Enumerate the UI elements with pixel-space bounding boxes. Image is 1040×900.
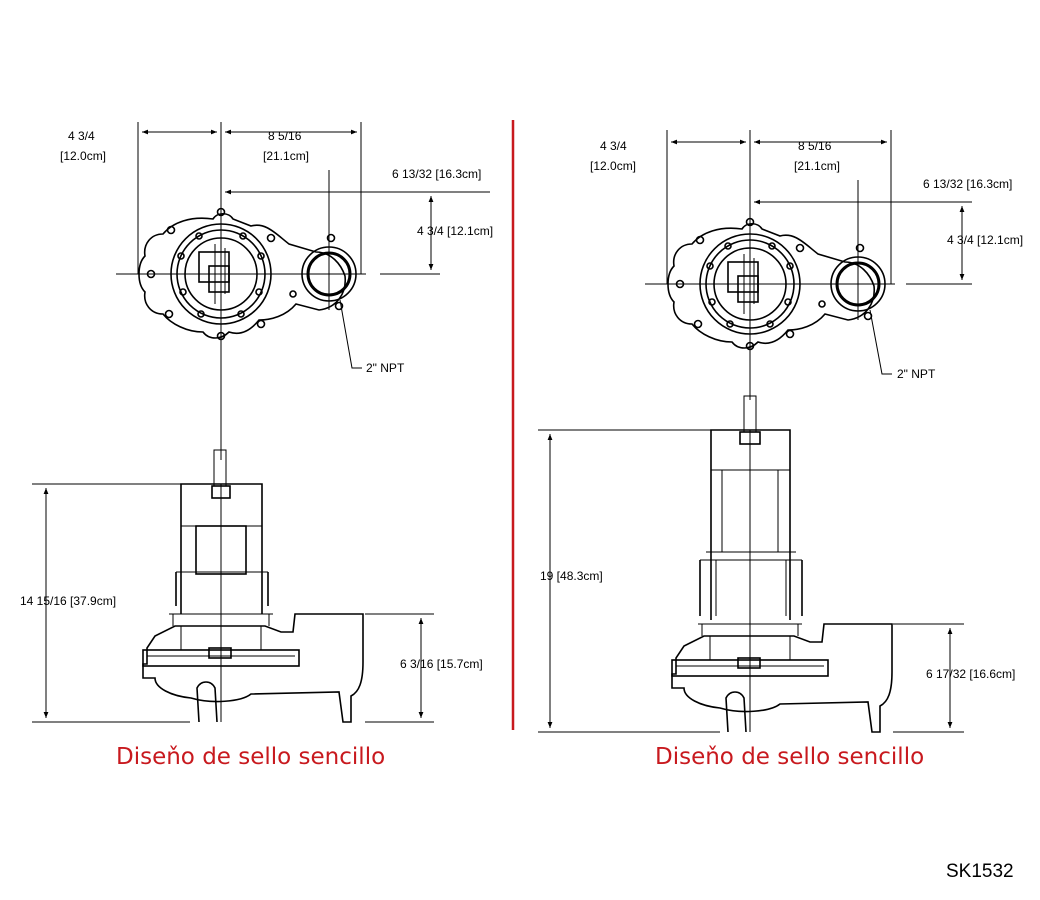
left-pump-view: 4 3/4 [12.0cm] 8 5/16 [21.1cm] 6 13/32 [… — [20, 122, 493, 770]
right-dim-base-height: 6 17/32 [16.6cm] — [926, 667, 1015, 681]
right-dim-top-right-cm: [21.1cm] — [794, 159, 840, 173]
right-dim-height-top: 4 3/4 [12.1cm] — [947, 233, 1023, 247]
right-dim-top-left-cm: [12.0cm] — [590, 159, 636, 173]
left-dim-overall-height: 14 15/16 [37.9cm] — [20, 594, 116, 608]
right-dim-top-right: 8 5/16 — [798, 139, 832, 153]
right-caption: Diseňo de sello sencillo — [655, 744, 924, 770]
right-dim-top-left: 4 3/4 — [600, 139, 627, 153]
left-dim-discharge: 6 13/32 [16.3cm] — [392, 167, 481, 181]
right-dim-overall-height: 19 [48.3cm] — [540, 569, 603, 583]
right-pump-view: 4 3/4 [12.0cm] 8 5/16 [21.1cm] 6 13/32 [… — [538, 130, 1023, 770]
left-discharge-label: 2" NPT — [366, 361, 405, 375]
right-discharge-label: 2" NPT — [897, 367, 936, 381]
left-dim-top-left: 4 3/4 — [68, 129, 95, 143]
left-caption: Diseňo de sello sencillo — [116, 744, 385, 770]
drawing-code: SK1532 — [946, 861, 1014, 882]
left-dim-base-height: 6 3/16 [15.7cm] — [400, 657, 483, 671]
right-dim-discharge: 6 13/32 [16.3cm] — [923, 177, 1012, 191]
left-dim-height-top: 4 3/4 [12.1cm] — [417, 224, 493, 238]
left-dim-top-right: 8 5/16 — [268, 129, 302, 143]
left-dim-top-right-cm: [21.1cm] — [263, 149, 309, 163]
left-dim-top-left-cm: [12.0cm] — [60, 149, 106, 163]
